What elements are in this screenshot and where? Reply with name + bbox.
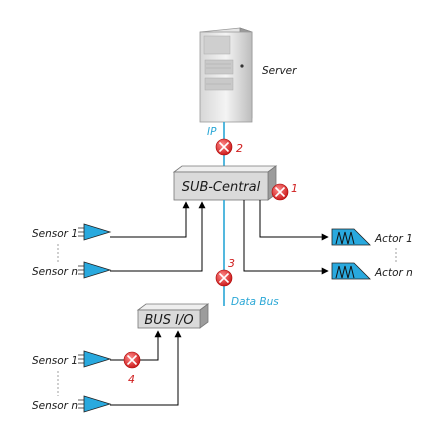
sensor-1-bottom-link-b: [140, 330, 162, 361]
actor-n-label: Actor n: [374, 267, 413, 279]
data-bus-label: Data Bus: [231, 296, 279, 308]
actor-1-label: Actor 1: [374, 233, 413, 245]
fault-4-icon: [123, 351, 141, 369]
sub-central-box: [172, 165, 278, 201]
server-label: Server: [262, 65, 297, 77]
server-icon: [199, 27, 253, 123]
fault-4-label: 4: [128, 373, 135, 386]
fault-1-label: 1: [291, 182, 298, 195]
actor-1-link: [259, 200, 329, 241]
sub-central-label: SUB-Central: [182, 180, 261, 195]
sensor-1-bottom-label: Sensor 1: [32, 355, 78, 367]
sensor-n-top-label: Sensor n: [32, 266, 78, 278]
sensor-icon: [78, 223, 112, 241]
actor-n-link: [243, 200, 329, 275]
fault-2-icon: [215, 138, 233, 156]
ip-label: IP: [207, 126, 217, 138]
fault-1-icon: [271, 183, 289, 201]
sensor-n-bottom-label: Sensor n: [32, 400, 78, 412]
fault-3-label: 3: [228, 257, 235, 270]
sensor-1-link: [110, 201, 190, 238]
actor-icon: [331, 228, 371, 246]
sensor-icon: [78, 395, 112, 413]
sensor-1-top-label: Sensor 1: [32, 228, 78, 240]
sensor-icon: [78, 261, 112, 279]
actor-icon: [331, 262, 371, 280]
sensor-n-link: [110, 201, 206, 272]
fault-3-icon: [215, 269, 233, 287]
fault-2-label: 2: [236, 142, 243, 155]
bus-io-box: [136, 303, 210, 329]
bus-io-label: BUS I/O: [144, 313, 193, 328]
sensor-n-bottom-link: [110, 330, 182, 406]
sensor-icon: [78, 350, 112, 368]
